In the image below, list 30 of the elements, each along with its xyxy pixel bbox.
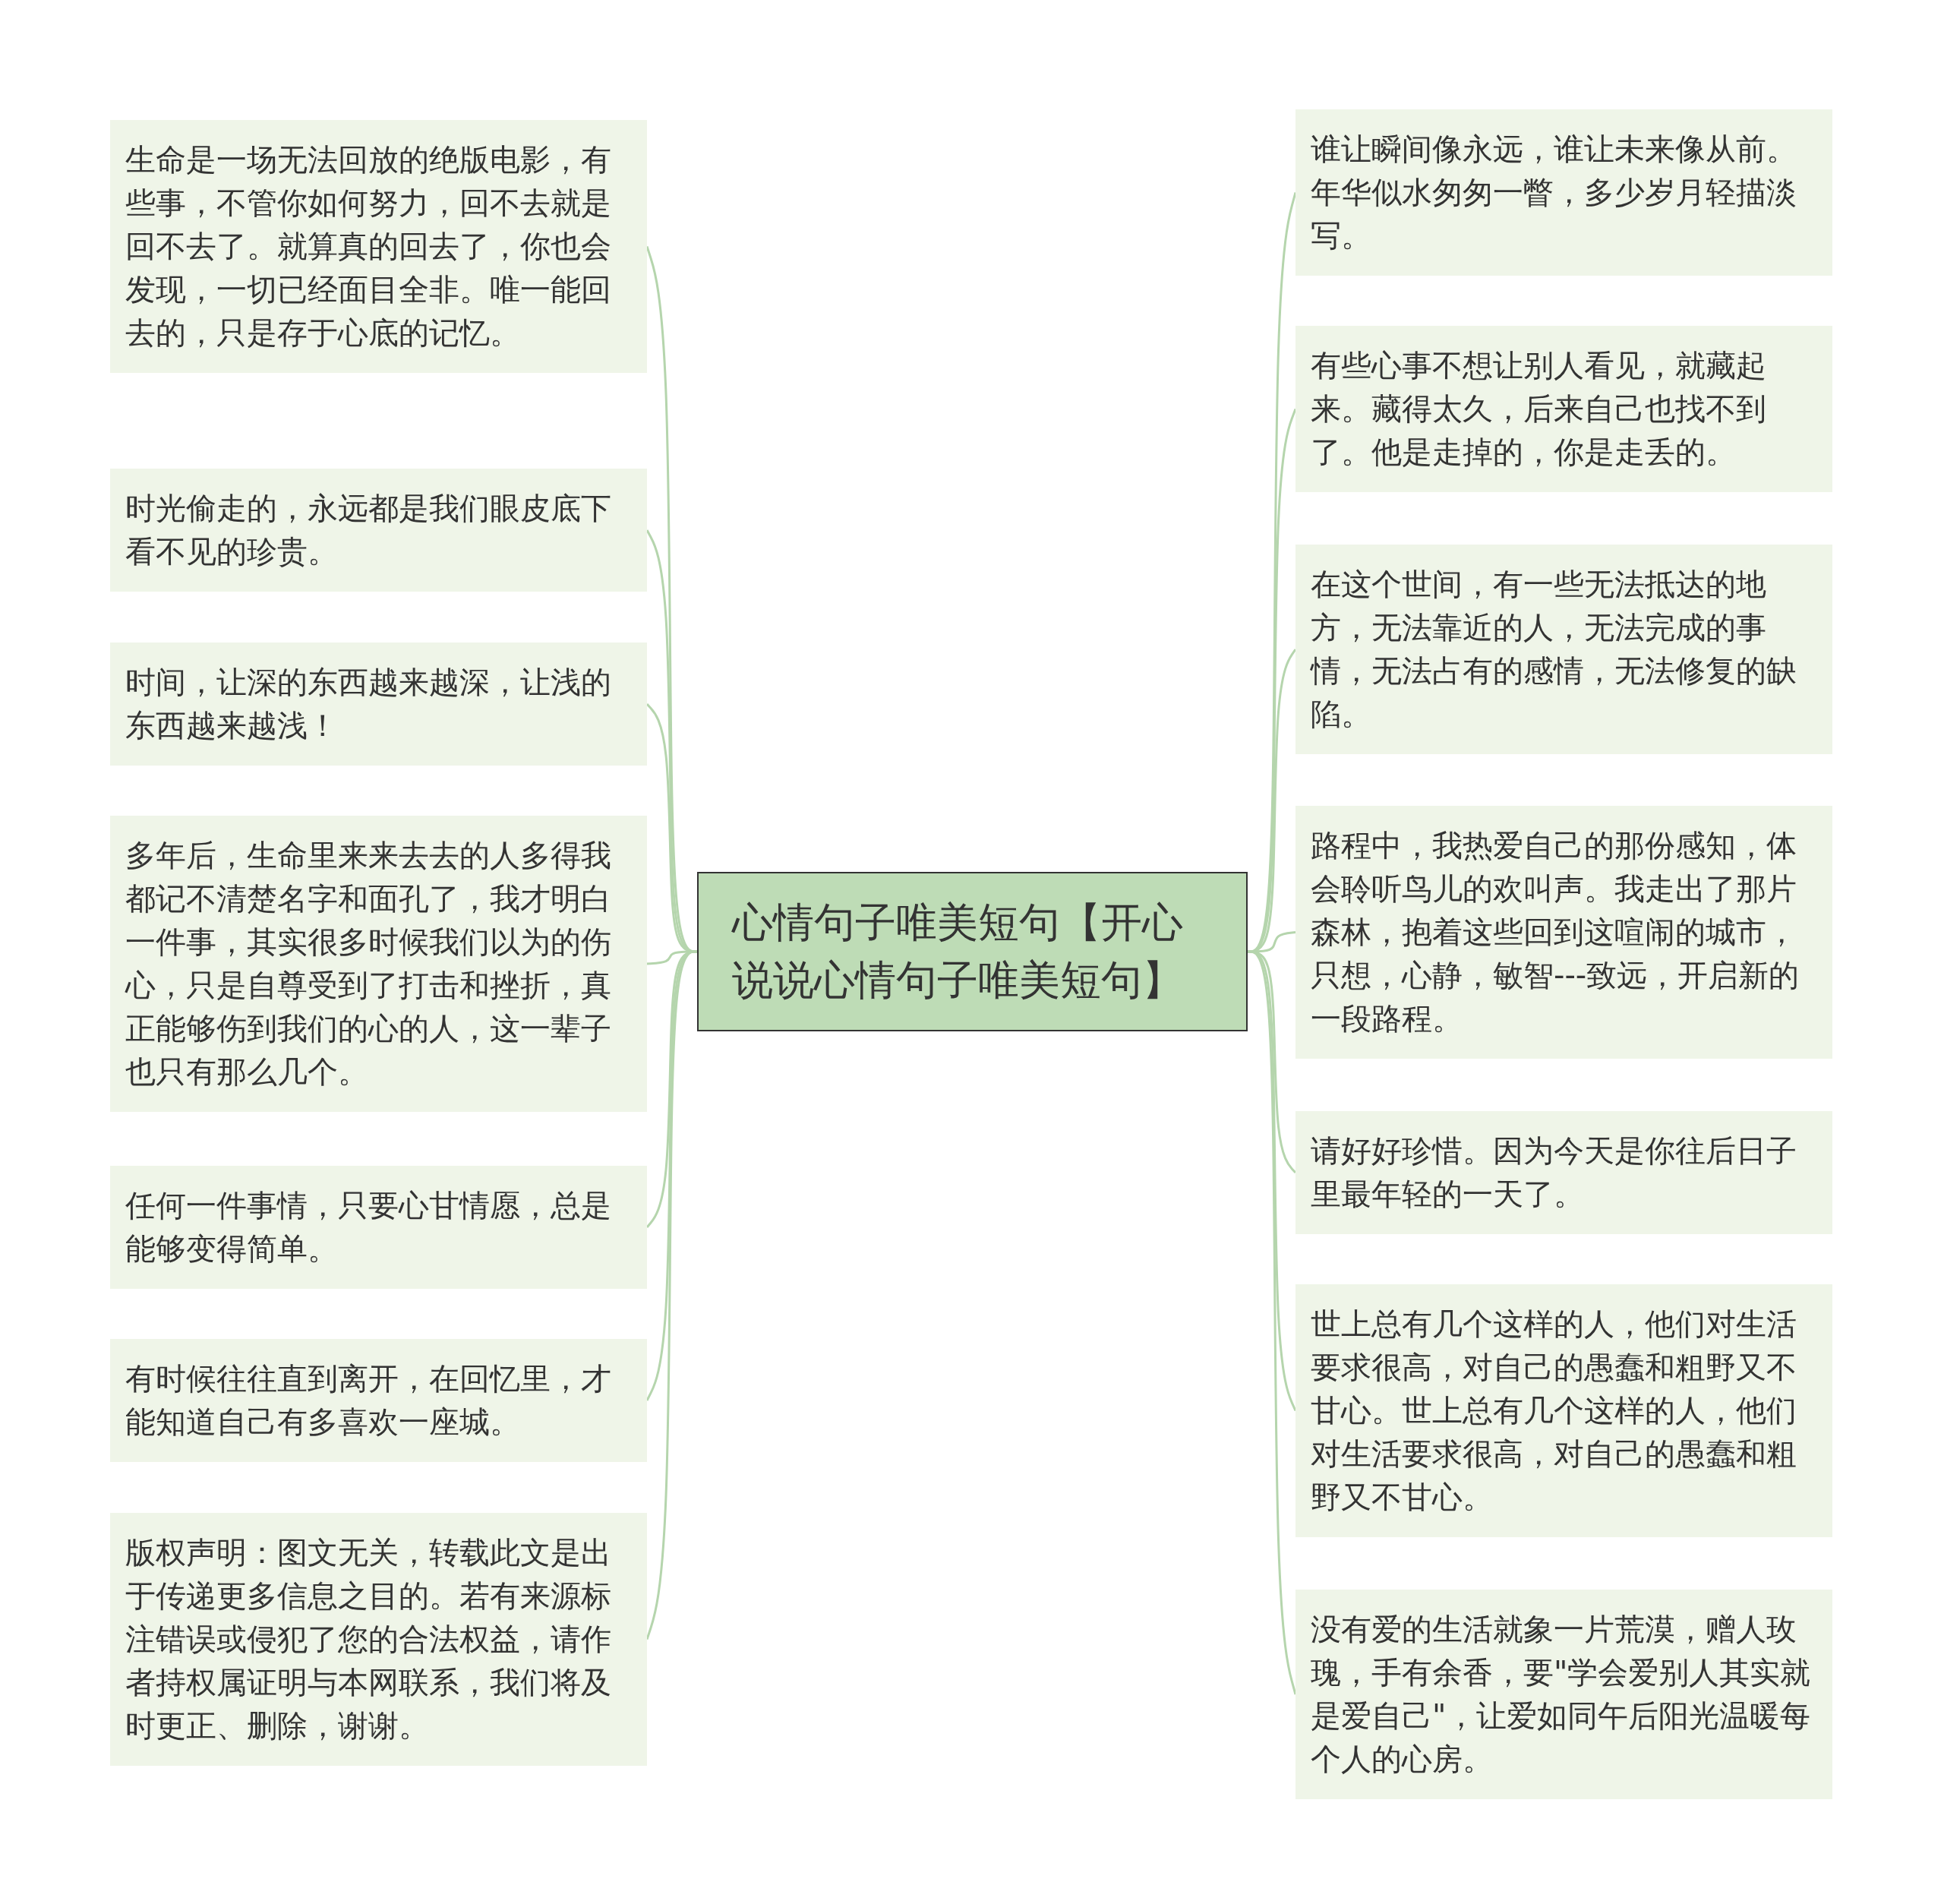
node-text: 路程中，我热爱自己的那份感知，体会聆听鸟儿的欢叫声。我走出了那片森林，抱着这些回到这喧闹的城市，只想，心静，敏智---致远，开启新的一段路程。 — [1311, 827, 1800, 1037]
quote-box — [110, 1339, 647, 1462]
node-text: 没有爱的生活就象一片荒漠，赠人玫瑰，手有余香，要"学会爱别人其实就是爱自己"，让爱如同午后阳光温暖每个人的心房。 — [1311, 1611, 1812, 1778]
quote-box — [110, 469, 647, 592]
quote-box — [110, 643, 647, 766]
node-text: 多年后，生命里来来去去的人多得我都记不清楚名字和面孔了，我才明白一件事，其实很多时候我们以为的伤心，只是自尊受到了打击和挫折，真正能够伤到我们的心的人，这一辈子也只有那么几个。 — [125, 837, 612, 1091]
quote-box — [1295, 1590, 1832, 1799]
quote-box — [110, 816, 647, 1112]
quote-box — [1295, 109, 1832, 276]
node-text: 心情句子唯美短句【开心说说心情句子唯美短句】 — [732, 898, 1184, 1006]
quote-box — [110, 1513, 647, 1766]
quote-box — [1295, 1111, 1832, 1234]
node-text: 世上总有几个这样的人，他们对生活要求很高，对自己的愚蠢和粗野又不甘心。世上总有几个这样的人，他们对生活要求很高，对自己的愚蠢和粗野又不甘心。 — [1311, 1306, 1797, 1516]
central-topic-box — [697, 872, 1248, 1031]
quote-box — [1295, 806, 1832, 1059]
quote-box — [110, 1166, 647, 1289]
node-text: 在这个世间，有一些无法抵达的地方，无法靠近的人，无法完成的事情，无法占有的感情，无法修复的缺陷。 — [1311, 566, 1797, 733]
quote-box — [1295, 545, 1832, 754]
quote-box — [110, 120, 647, 373]
node-text: 时光偷走的，永远都是我们眼皮底下看不见的珍贵。 — [125, 490, 612, 570]
node-text: 任何一件事情，只要心甘情愿，总是能够变得简单。 — [125, 1187, 612, 1268]
node-text: 有时候往往直到离开，在回忆里，才能知道自己有多喜欢一座城。 — [125, 1360, 612, 1441]
quote-box — [1295, 326, 1832, 492]
node-text: 请好好珍惜。因为今天是你往后日子里最年轻的一天了。 — [1311, 1132, 1797, 1213]
node-text: 谁让瞬间像永远，谁让未来像从前。年华似水匆匆一瞥，多少岁月轻描淡写。 — [1311, 131, 1797, 254]
quote-box — [1295, 1284, 1832, 1537]
node-text: 时间，让深的东西越来越深，让浅的东西越来越浅！ — [125, 664, 612, 744]
node-text: 生命是一场无法回放的绝版电影，有些事，不管你如何努力，回不去就是回不去了。就算真的回去了，你也会发现，一切已经面目全非。唯一能回去的，只是存于心底的记忆。 — [125, 141, 612, 352]
node-text: 版权声明：图文无关，转载此文是出于传递更多信息之目的。若有来源标注错误或侵犯了您的合法权益，请作者持权属证明与本网联系，我们将及时更正、删除，谢谢。 — [125, 1534, 612, 1745]
node-text: 有些心事不想让别人看见，就藏起来。藏得太久，后来自己也找不到了。他是走掉的，你是走丢的。 — [1311, 347, 1767, 471]
